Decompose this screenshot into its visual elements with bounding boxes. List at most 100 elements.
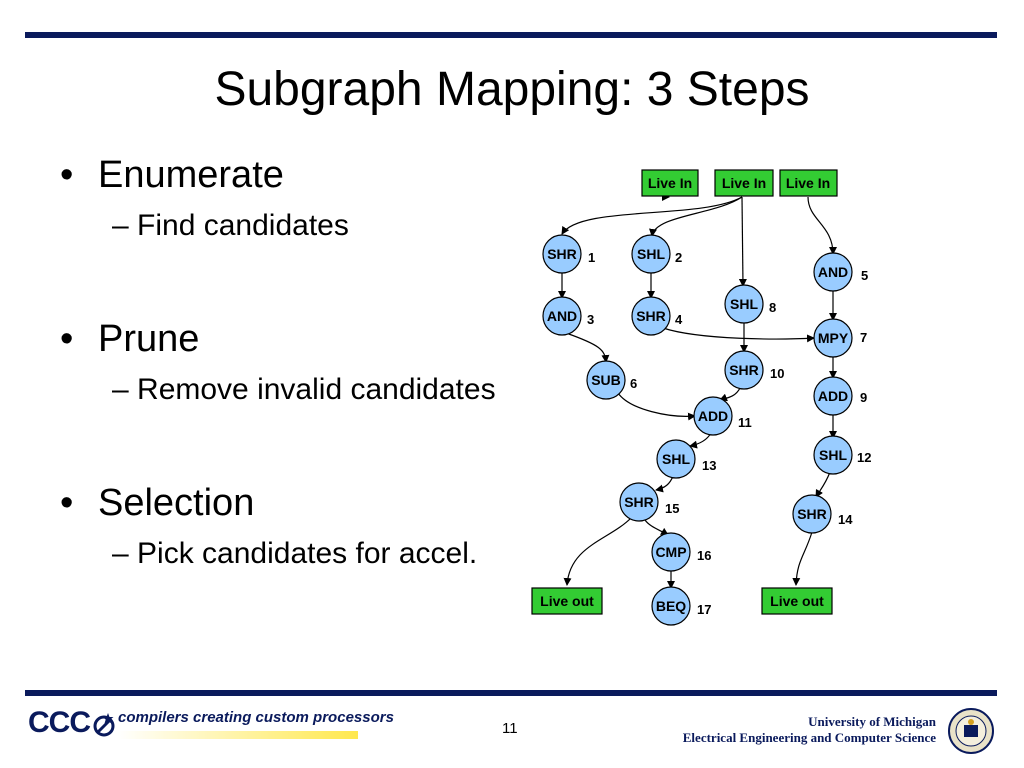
node-17: BEQ 17 <box>651 586 711 626</box>
edge-shl12-shr14 <box>815 471 831 498</box>
university-name: University of Michigan <box>808 714 936 729</box>
svg-text:15: 15 <box>665 501 679 516</box>
edge-shr15-liveout1 <box>563 516 633 586</box>
edge-add11-shl13 <box>689 432 712 449</box>
svg-text:8: 8 <box>769 300 776 315</box>
bullet-dot: • <box>60 154 74 196</box>
edge-shr10-add11 <box>719 387 741 402</box>
edges <box>558 196 837 589</box>
svg-text:SHR: SHR <box>624 494 654 510</box>
slide-title: Subgraph Mapping: 3 Steps <box>214 63 810 116</box>
svg-text:5: 5 <box>861 268 868 283</box>
svg-text:SHR: SHR <box>636 308 666 324</box>
edge-livein2-shl2 <box>649 196 743 237</box>
subbullet-pick: – Pick candidates for accel. <box>112 537 477 571</box>
svg-text:SUB: SUB <box>591 372 621 388</box>
live-out-box-1: Live out <box>531 587 603 615</box>
university-credit: University of Michigan Electrical Engine… <box>683 714 936 746</box>
svg-text:Live In: Live In <box>722 175 766 191</box>
edge-shr15-cmp16 <box>644 519 669 536</box>
top-rule <box>25 32 997 38</box>
svg-text:7: 7 <box>860 330 867 345</box>
subbullet-text: Pick candidates for accel. <box>137 537 478 570</box>
subbullet-text: Find candidates <box>137 209 349 242</box>
svg-text:Live out: Live out <box>540 593 594 609</box>
dash: – <box>112 209 129 242</box>
bullet-text: Enumerate <box>98 154 284 196</box>
svg-text:14: 14 <box>838 512 853 527</box>
svg-text:SHL: SHL <box>730 296 758 312</box>
bullet-enumerate: • Enumerate <box>60 154 284 197</box>
ccc-logo-text: CCC <box>28 706 91 739</box>
subbullet-find: – Find candidates <box>112 209 349 243</box>
svg-text:SHL: SHL <box>662 451 690 467</box>
node-6: SUB 6 <box>586 360 637 400</box>
svg-text:6: 6 <box>630 376 637 391</box>
edge-livein2-shr1 <box>561 196 743 235</box>
live-in-box-1: Live In <box>641 169 699 197</box>
ccc-logo: CCC <box>28 706 117 740</box>
node-12: SHL 12 <box>813 435 871 475</box>
edge-shl13-shr15 <box>655 475 674 493</box>
node-4: SHR 4 <box>631 296 683 336</box>
hammer-sickle-icon <box>93 713 115 737</box>
node-3: AND 3 <box>542 296 594 336</box>
node-7: MPY 7 <box>813 318 867 358</box>
bullet-dot: • <box>60 318 74 360</box>
node-16: CMP 16 <box>651 532 711 572</box>
edge-livein3-and5 <box>807 196 837 255</box>
svg-text:16: 16 <box>697 548 711 563</box>
svg-text:SHR: SHR <box>797 506 827 522</box>
node-8: SHL 8 <box>724 284 776 324</box>
node-9: ADD 9 <box>813 376 867 416</box>
svg-text:2: 2 <box>675 250 682 265</box>
live-in-box-2: Live In <box>714 169 774 197</box>
bullet-text: Selection <box>98 482 255 524</box>
node-11: ADD 11 <box>693 396 752 436</box>
bullet-text: Prune <box>98 318 200 360</box>
node-14: SHR 14 <box>792 494 853 534</box>
svg-text:SHR: SHR <box>729 362 759 378</box>
node-5: AND 5 <box>813 252 868 292</box>
subbullet-remove: – Remove invalid candidates <box>112 373 496 407</box>
live-in-box-3: Live In <box>779 169 838 197</box>
department-name: Electrical Engineering and Computer Scie… <box>682 730 936 745</box>
edge-sub6-add11 <box>617 392 696 421</box>
tagline: compilers creating custom processors <box>118 709 394 726</box>
svg-text:Live In: Live In <box>786 175 830 191</box>
svg-text:BEQ: BEQ <box>656 598 686 614</box>
svg-text:SHL: SHL <box>819 447 847 463</box>
svg-text:Live In: Live In <box>648 175 692 191</box>
svg-text:9: 9 <box>860 390 867 405</box>
svg-text:4: 4 <box>675 312 683 327</box>
edge-livein2-shl8 <box>738 196 747 287</box>
svg-text:AND: AND <box>818 264 848 280</box>
subbullet-text: Remove invalid candidates <box>137 373 496 406</box>
svg-text:12: 12 <box>857 450 871 465</box>
svg-text:3: 3 <box>587 312 594 327</box>
svg-text:SHL: SHL <box>637 246 665 262</box>
dash: – <box>112 537 129 570</box>
university-seal-icon <box>948 708 994 754</box>
bottom-rule <box>25 690 997 696</box>
svg-text:13: 13 <box>702 458 716 473</box>
svg-text:MPY: MPY <box>818 330 849 346</box>
dash: – <box>112 373 129 406</box>
svg-text:AND: AND <box>547 308 577 324</box>
svg-text:17: 17 <box>697 602 711 617</box>
svg-text:10: 10 <box>770 366 784 381</box>
svg-text:CMP: CMP <box>655 544 686 560</box>
page-number: 11 <box>502 720 518 737</box>
node-2: SHL 2 <box>631 234 682 274</box>
tagline-underline <box>118 731 358 739</box>
node-1: SHR 1 <box>542 234 595 274</box>
svg-text:ADD: ADD <box>818 388 848 404</box>
node-13: SHL 13 <box>656 439 716 479</box>
node-15: SHR 15 <box>619 482 679 522</box>
svg-text:11: 11 <box>738 415 752 430</box>
svg-text:Live out: Live out <box>770 593 824 609</box>
svg-text:1: 1 <box>588 250 595 265</box>
bullet-selection: •Selection <box>60 482 254 525</box>
edge-and3-sub6 <box>565 332 610 363</box>
